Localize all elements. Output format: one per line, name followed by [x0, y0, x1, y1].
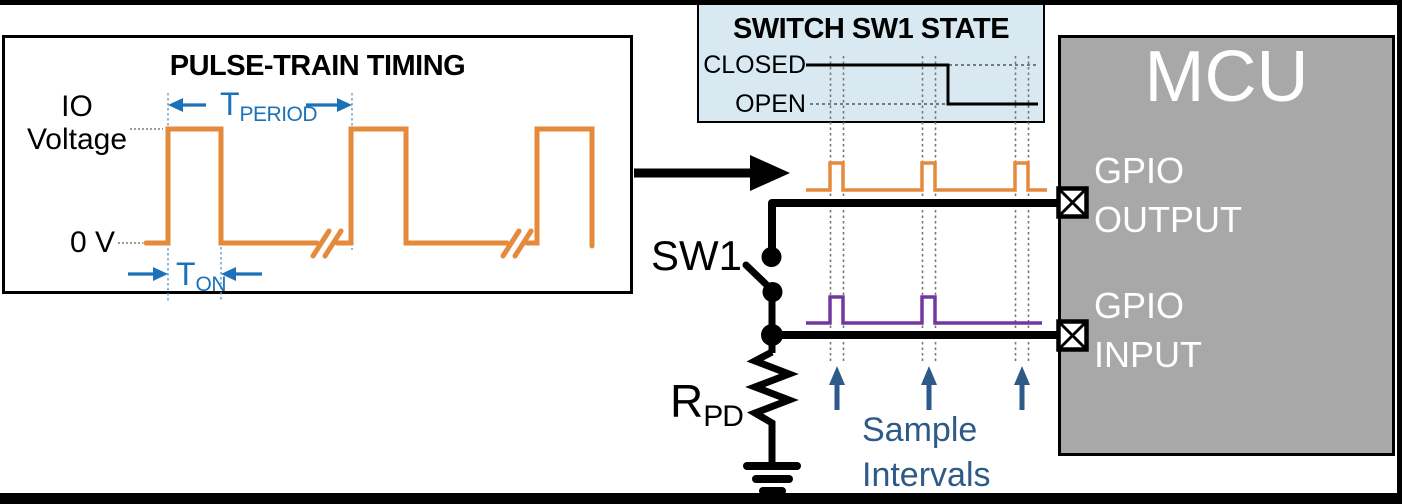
sw1-label: SW1 — [651, 232, 743, 279]
rpd-resistor-label: RPD — [670, 374, 744, 434]
gpio-input-label: GPIO INPUT — [1094, 281, 1202, 379]
t-period-sub: PERIOD — [239, 103, 318, 126]
t-on-label: TON — [176, 256, 227, 297]
gpio-input-line1: GPIO — [1094, 285, 1185, 326]
figure-border-top — [0, 0, 1402, 5]
t-period-label: TPERIOD — [220, 86, 318, 127]
sample-intervals-label: Sample Intervals — [862, 408, 991, 498]
gpio-output-line2: OUTPUT — [1094, 199, 1242, 240]
rpd-main: R — [670, 375, 704, 427]
open-state-label: OPEN — [735, 90, 806, 118]
switch-panel-title: SWITCH SW1 STATE — [732, 13, 1010, 45]
figure-border-right — [1397, 0, 1402, 504]
signal-flow-arrow-icon — [634, 155, 790, 191]
sample-intervals-line1: Sample — [862, 411, 978, 449]
sample-interval-arrows — [829, 366, 1030, 410]
t-on-main: T — [176, 256, 196, 292]
mcu-title: MCU — [1144, 37, 1309, 117]
zero-volt-label: 0 V — [70, 226, 116, 259]
sw1-switch-symbol — [742, 247, 783, 346]
mcu-block — [1058, 35, 1395, 456]
gpio-output-pulse-waveform — [806, 161, 1047, 192]
io-voltage-line2: Voltage — [26, 123, 128, 156]
figure-border-bottom — [0, 493, 1402, 504]
sample-intervals-line2: Intervals — [862, 456, 991, 494]
io-voltage-line1: IO — [61, 90, 93, 123]
gpio-input-pulse-waveform — [806, 295, 1042, 325]
gpio-input-line2: INPUT — [1094, 334, 1202, 375]
ground-icon — [743, 462, 801, 495]
gpio-output-wire — [768, 199, 1060, 250]
closed-state-label: CLOSED — [703, 51, 806, 79]
gpio-output-line1: GPIO — [1094, 150, 1185, 191]
t-on-sub: ON — [195, 273, 227, 296]
rpd-sub: PD — [703, 400, 744, 433]
io-voltage-axis-label: IO Voltage — [26, 90, 128, 156]
gpio-output-label: GPIO OUTPUT — [1094, 146, 1242, 244]
t-period-main: T — [220, 86, 240, 122]
resistor-rpd-symbol — [745, 348, 799, 463]
pulse-panel-title: PULSE-TRAIN TIMING — [169, 50, 466, 82]
